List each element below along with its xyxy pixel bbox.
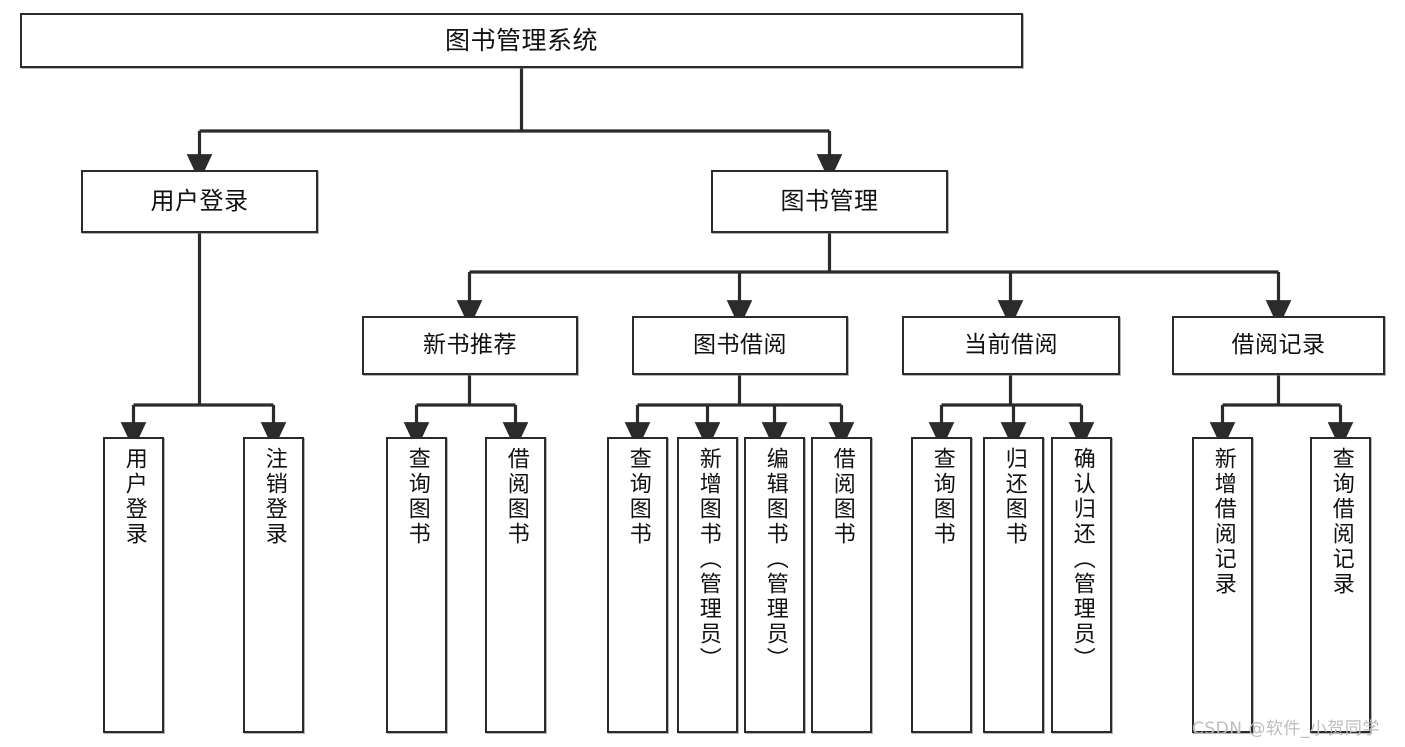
- node-leaf-add-book-admin-label: 新增图书（管理员）: [695, 447, 721, 672]
- node-leaf-query-book-cur-label: 查询图书: [929, 447, 955, 547]
- node-borrow-record[interactable]: 借阅记录: [1172, 316, 1385, 375]
- node-leaf-query-book-cur[interactable]: 查询图书: [911, 437, 972, 733]
- node-leaf-query-book-rec-label: 查询图书: [404, 447, 430, 547]
- node-book-management[interactable]: 图书管理: [711, 170, 948, 233]
- node-leaf-confirm-return-admin-label: 确认归还（管理员）: [1069, 447, 1095, 672]
- node-root-label: 图书管理系统: [444, 25, 598, 55]
- node-current-borrow-label: 当前借阅: [964, 331, 1058, 358]
- node-borrow-record-label: 借阅记录: [1231, 331, 1326, 358]
- node-leaf-confirm-return-admin[interactable]: 确认归还（管理员）: [1051, 437, 1112, 733]
- node-leaf-query-book-borrow[interactable]: 查询图书: [607, 437, 668, 733]
- node-leaf-return-book[interactable]: 归还图书: [983, 437, 1044, 733]
- node-leaf-add-book-admin[interactable]: 新增图书（管理员）: [677, 437, 738, 733]
- node-leaf-user-logout[interactable]: 注销登录: [243, 437, 304, 733]
- node-leaf-query-borrow-record[interactable]: 查询借阅记录: [1310, 437, 1371, 733]
- node-root[interactable]: 图书管理系统: [20, 13, 1023, 68]
- node-leaf-query-book-borrow-label: 查询图书: [625, 447, 651, 547]
- node-leaf-user-logout-label: 注销登录: [261, 447, 287, 547]
- node-leaf-edit-book-admin-label: 编辑图书（管理员）: [762, 447, 788, 672]
- node-leaf-borrow-book[interactable]: 借阅图书: [811, 437, 872, 733]
- node-leaf-query-book-rec[interactable]: 查询图书: [386, 437, 447, 733]
- node-new-book-recommend[interactable]: 新书推荐: [362, 316, 578, 375]
- node-leaf-borrow-book-rec-label: 借阅图书: [503, 447, 529, 547]
- node-leaf-add-borrow-record-label: 新增借阅记录: [1210, 447, 1236, 597]
- node-user-login-label: 用户登录: [150, 187, 249, 216]
- node-book-borrow[interactable]: 图书借阅: [632, 316, 848, 375]
- node-leaf-edit-book-admin[interactable]: 编辑图书（管理员）: [744, 437, 805, 733]
- node-user-login[interactable]: 用户登录: [81, 170, 318, 233]
- node-leaf-return-book-label: 归还图书: [1001, 447, 1027, 547]
- node-leaf-user-login-label: 用户登录: [121, 447, 147, 547]
- csdn-watermark: CSDN @软件_小贺同学: [1192, 719, 1380, 739]
- node-leaf-user-login[interactable]: 用户登录: [103, 437, 164, 733]
- node-leaf-query-borrow-record-label: 查询借阅记录: [1328, 447, 1354, 597]
- node-leaf-borrow-book-label: 借阅图书: [829, 447, 855, 547]
- node-leaf-add-borrow-record[interactable]: 新增借阅记录: [1192, 437, 1253, 733]
- node-book-borrow-label: 图书借阅: [693, 331, 787, 358]
- node-leaf-borrow-book-rec[interactable]: 借阅图书: [485, 437, 546, 733]
- node-new-book-recommend-label: 新书推荐: [423, 331, 517, 358]
- node-book-management-label: 图书管理: [780, 187, 879, 216]
- node-current-borrow[interactable]: 当前借阅: [902, 316, 1120, 375]
